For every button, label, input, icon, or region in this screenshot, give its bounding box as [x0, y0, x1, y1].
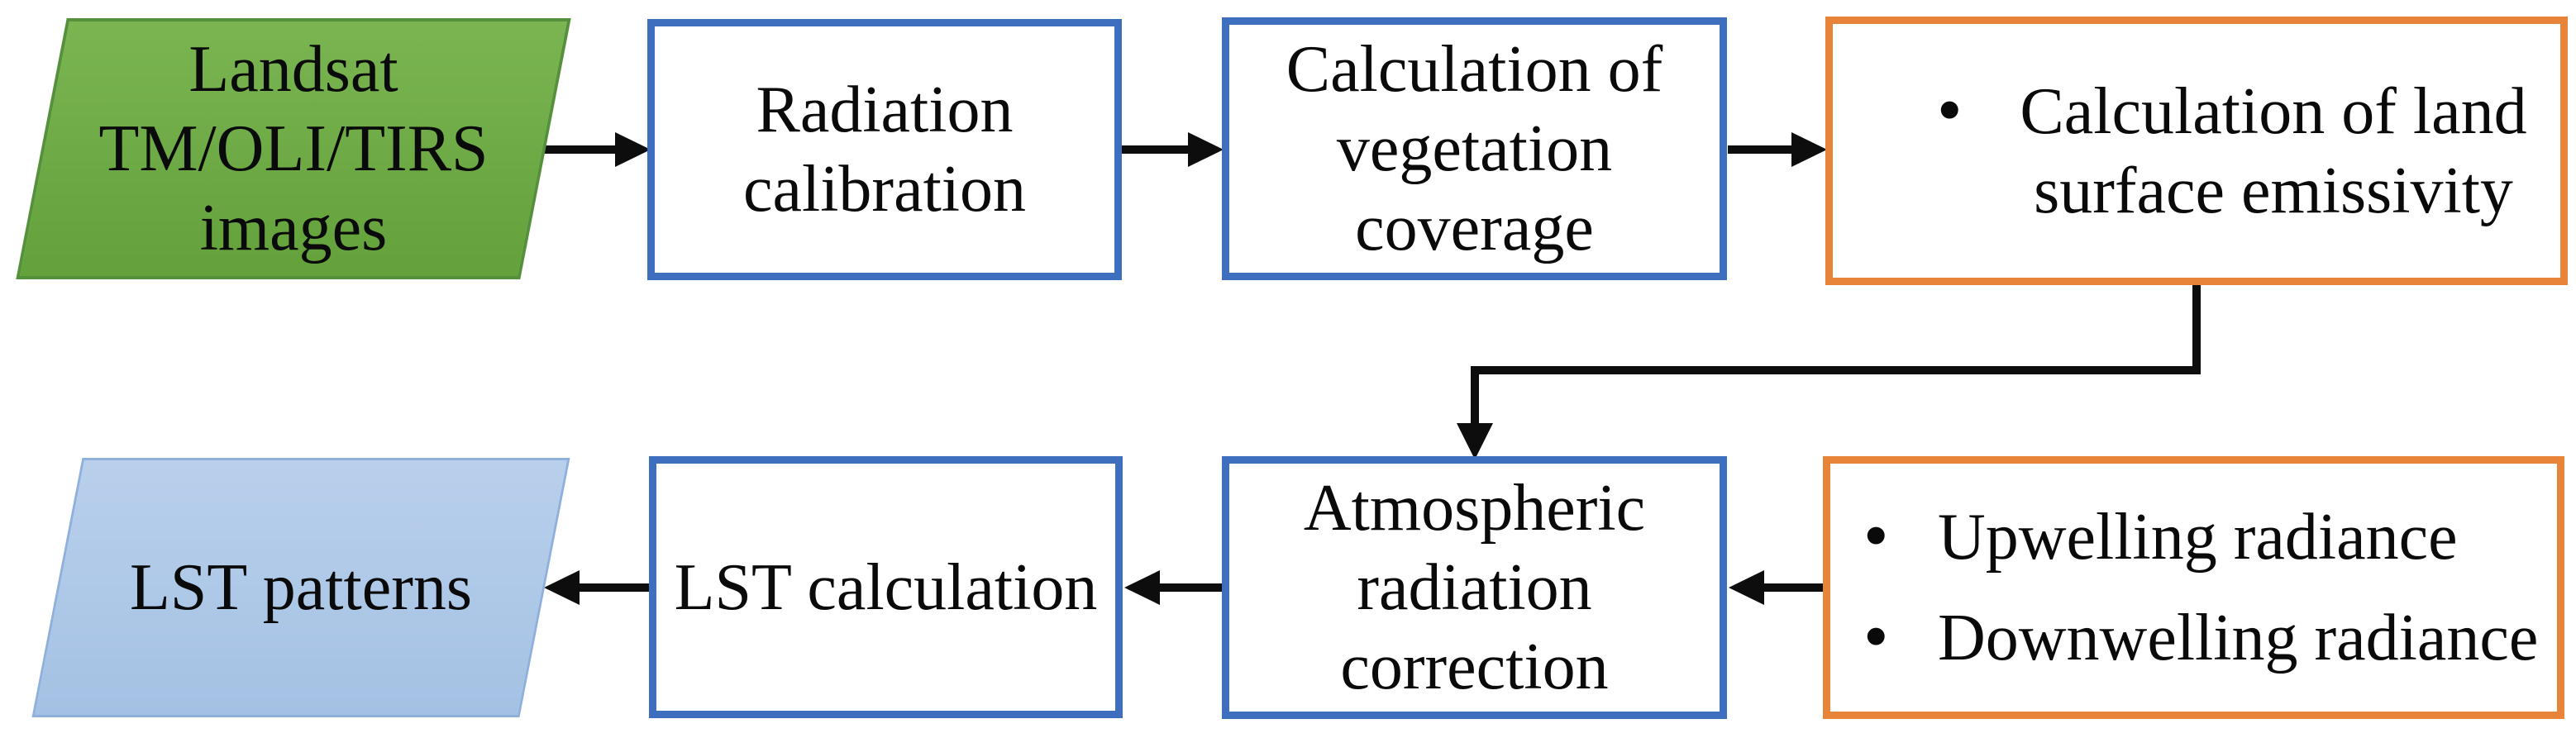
bullet-icon: • [1932, 76, 1968, 146]
node-label: Landsat TM/OLI/TIRS images [98, 33, 489, 264]
node-label: LST patterns [129, 551, 473, 624]
node-lst-patterns: LST patterns [31, 458, 570, 717]
node-label: Radiation calibration [742, 74, 1027, 226]
list-item: • Downwelling radiance [1830, 598, 2557, 678]
bullet-icon: • [1858, 502, 1894, 572]
node-radiance-inputs: • Upwelling radiance • Downwelling radia… [1823, 456, 2564, 719]
node-label: Downwelling radiance [1938, 602, 2539, 674]
node-label: Calculation of land surface emissivity [2020, 74, 2527, 227]
arrow-right-icon [615, 132, 651, 167]
node-vegetation-coverage: Calculation of vegetation coverage [1222, 17, 1727, 280]
arrow-line-radiance-to-correction [1762, 583, 1823, 592]
arrow-line-calibration-to-vegetation [1122, 145, 1188, 154]
node-label: Atmospheric radiation correction [1303, 472, 1646, 703]
node-label: Calculation of vegetation coverage [1286, 33, 1663, 264]
connector-elbow-segment-down [2192, 285, 2201, 374]
node-atmospheric-correction: Atmospheric radiation correction [1222, 456, 1727, 719]
arrow-line-landsat-to-calibration [544, 145, 615, 154]
arrow-left-icon [1124, 570, 1160, 605]
arrow-right-icon [1791, 132, 1827, 167]
node-lst-calculation: LST calculation [649, 456, 1123, 718]
arrow-right-icon [1188, 132, 1224, 167]
node-landsat-images: Landsat TM/OLI/TIRS images [16, 18, 571, 279]
arrow-left-icon [544, 570, 580, 605]
arrow-left-icon [1729, 570, 1764, 605]
node-label: Upwelling radiance [1938, 501, 2458, 574]
arrow-line-correction-to-calculation [1157, 583, 1222, 592]
node-radiation-calibration: Radiation calibration [647, 19, 1122, 280]
arrow-line-vegetation-to-emissivity [1728, 145, 1791, 154]
arrow-line-calculation-to-patterns [577, 583, 649, 592]
arrow-down-icon [1457, 423, 1493, 459]
node-label: LST calculation [674, 550, 1098, 624]
bullet-icon: • [1858, 603, 1894, 673]
connector-elbow-segment-across [1471, 366, 2201, 374]
list-item: • Upwelling radiance [1830, 498, 2557, 577]
connector-elbow-segment-down2 [1471, 366, 1479, 425]
node-land-surface-emissivity: • Calculation of land surface emissivity [1825, 17, 2568, 285]
